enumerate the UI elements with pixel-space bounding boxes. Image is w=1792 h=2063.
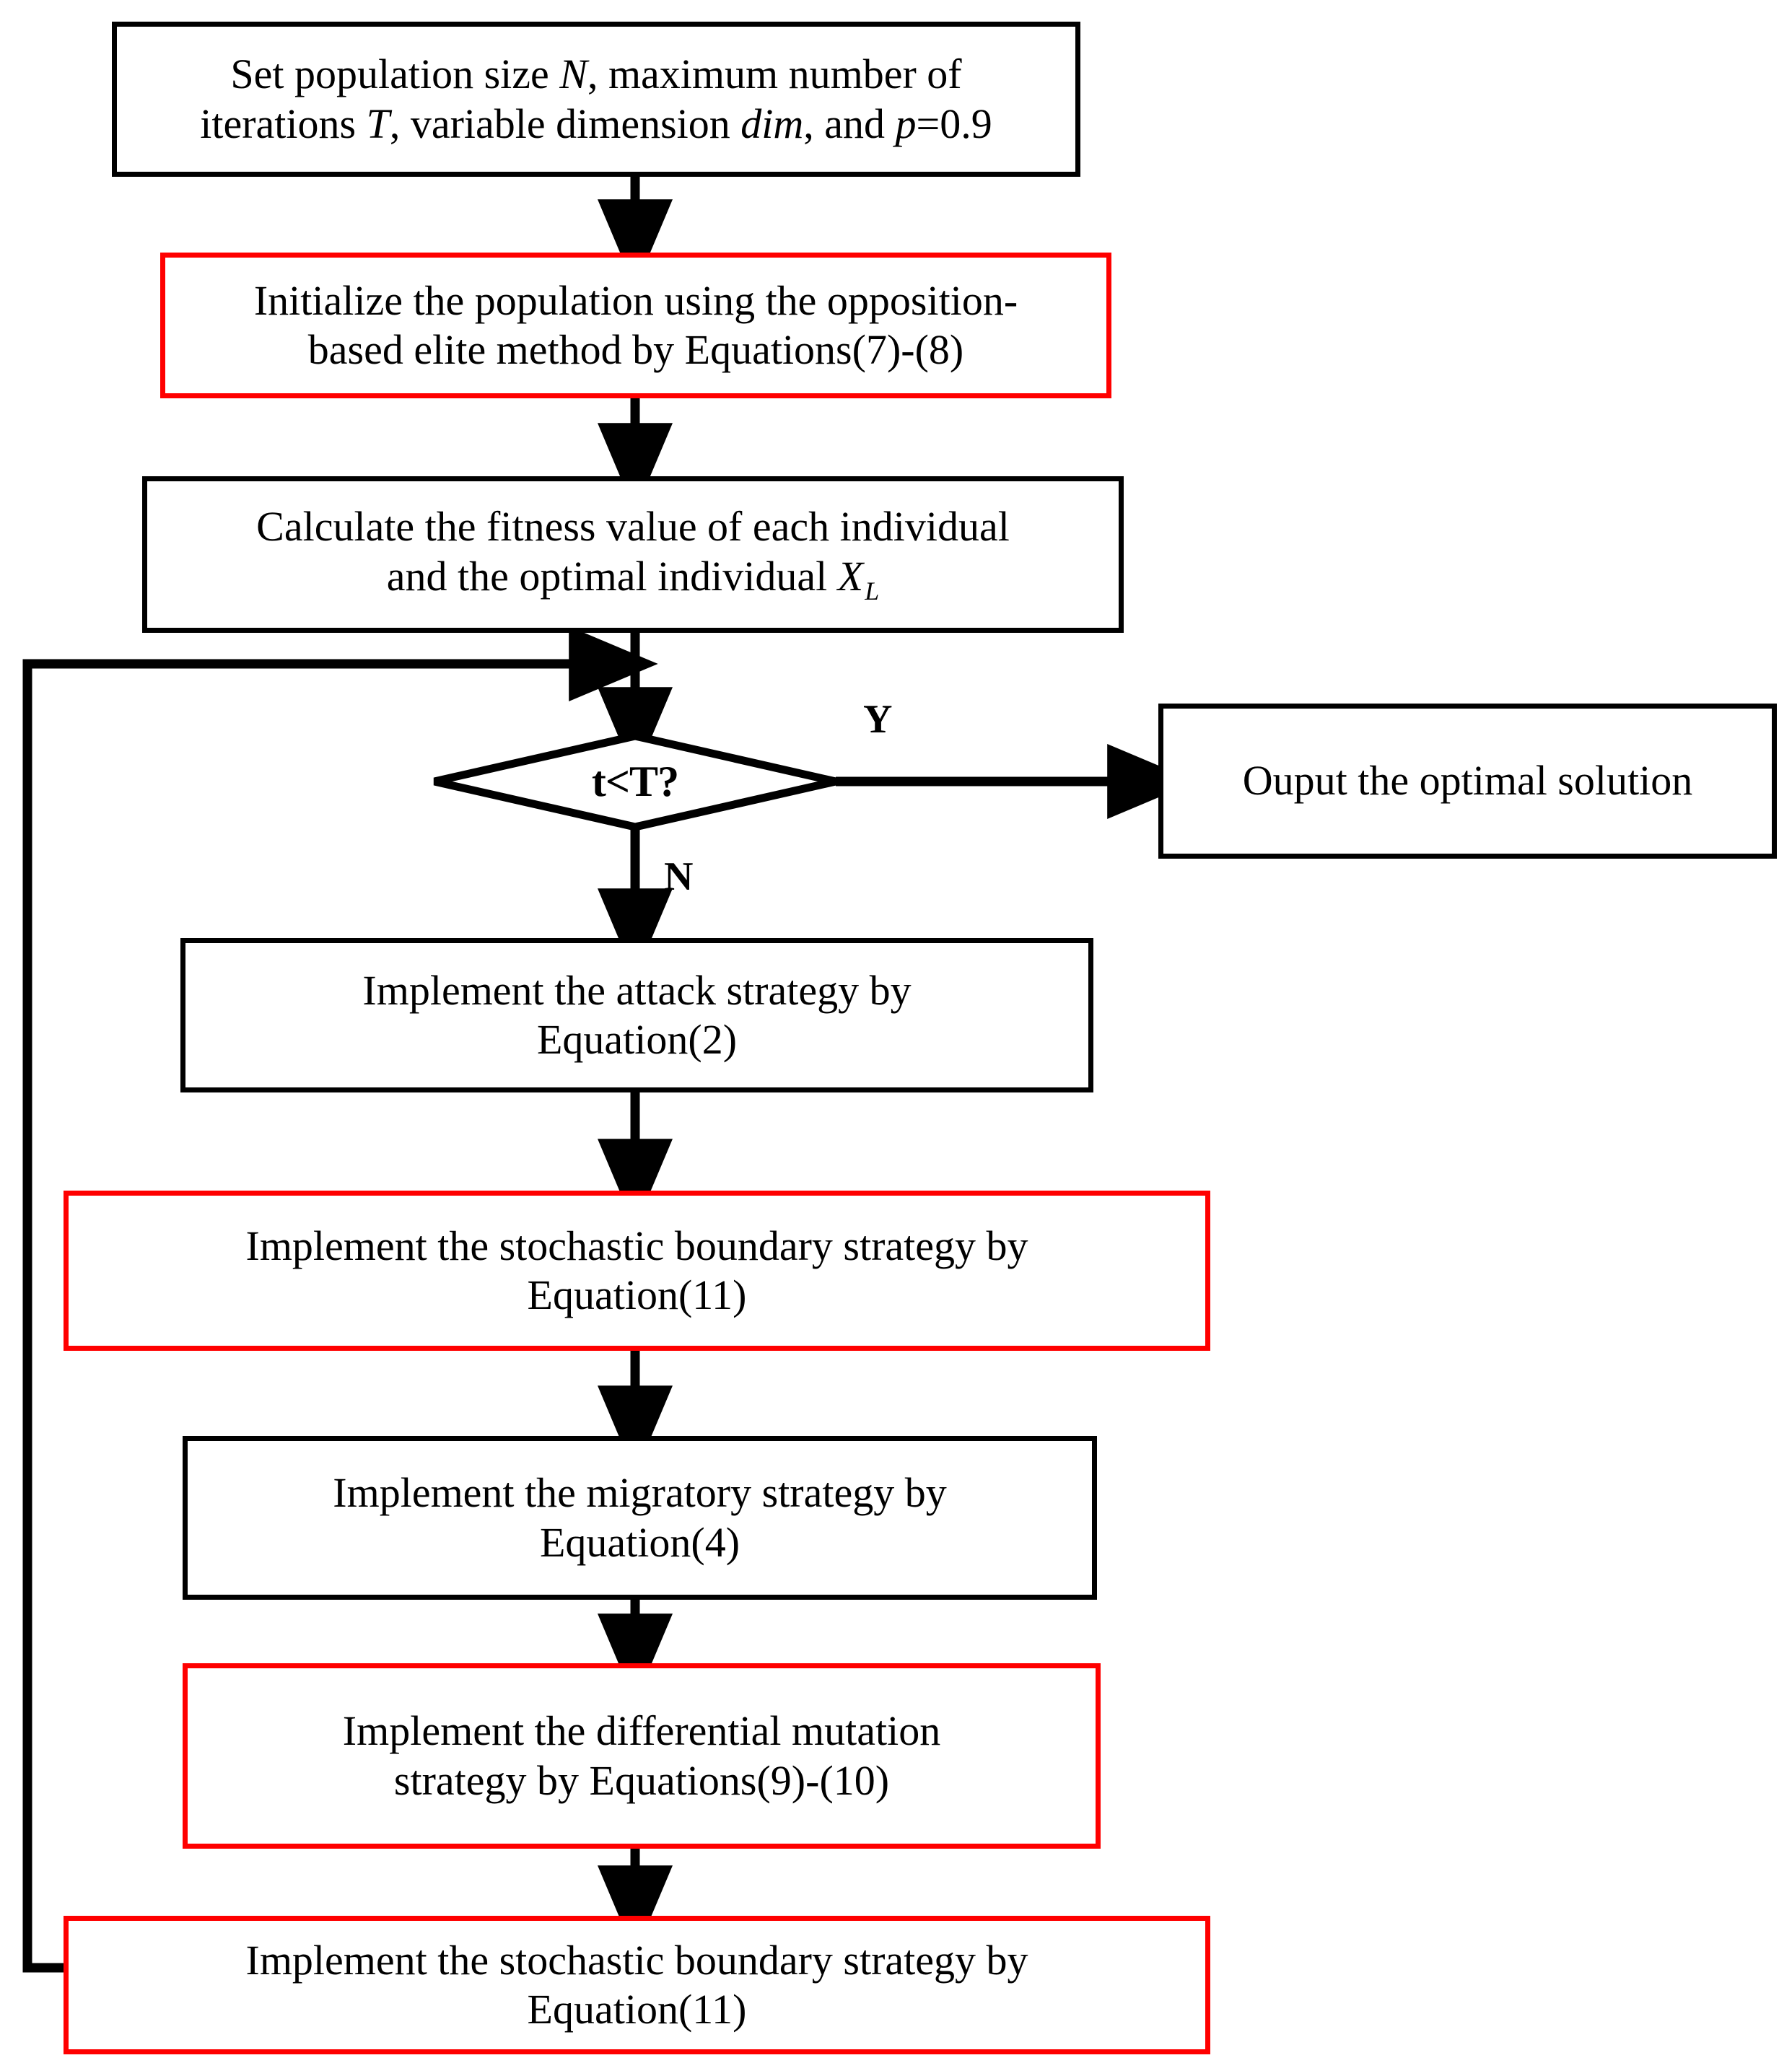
branch-label-yes: Y: [863, 697, 893, 742]
node-boundary-first-text: Implement the stochastic boundary strate…: [245, 1222, 1028, 1318]
node-attack-text: Implement the attack strategy by Equatio…: [362, 966, 912, 1063]
node-stochastic-boundary-second[interactable]: Implement the stochastic boundary strate…: [64, 1916, 1210, 2054]
decision-label: t<T?: [591, 757, 679, 805]
node-boundary-second-text: Implement the stochastic boundary strate…: [245, 1936, 1028, 2033]
node-setup-text: Set population size N, maximum number of…: [200, 51, 992, 147]
node-stochastic-boundary-first[interactable]: Implement the stochastic boundary strate…: [64, 1191, 1210, 1351]
node-attack-strategy[interactable]: Implement the attack strategy by Equatio…: [180, 938, 1093, 1092]
node-decision-iteration[interactable]: t<T?: [434, 736, 836, 827]
node-differential-mutation[interactable]: Implement the differential mutation stra…: [183, 1663, 1101, 1849]
node-migratory-text: Implement the migratory strategy by Equa…: [333, 1469, 947, 1566]
branch-label-no: N: [664, 854, 694, 899]
node-fitness-text: Calculate the fitness value of each indi…: [256, 503, 1010, 606]
node-output-text: Ouput the optimal solution: [1242, 757, 1693, 805]
node-migratory-strategy[interactable]: Implement the migratory strategy by Equa…: [183, 1436, 1097, 1600]
node-calculate-fitness[interactable]: Calculate the fitness value of each indi…: [142, 476, 1124, 633]
node-output-optimal-solution[interactable]: Ouput the optimal solution: [1158, 704, 1777, 859]
node-initialize-population[interactable]: Initialize the population using the oppo…: [160, 253, 1111, 398]
node-mutation-text: Implement the differential mutation stra…: [342, 1707, 941, 1804]
node-initialize-text: Initialize the population using the oppo…: [253, 276, 1018, 373]
node-setup[interactable]: Set population size N, maximum number of…: [112, 22, 1080, 177]
